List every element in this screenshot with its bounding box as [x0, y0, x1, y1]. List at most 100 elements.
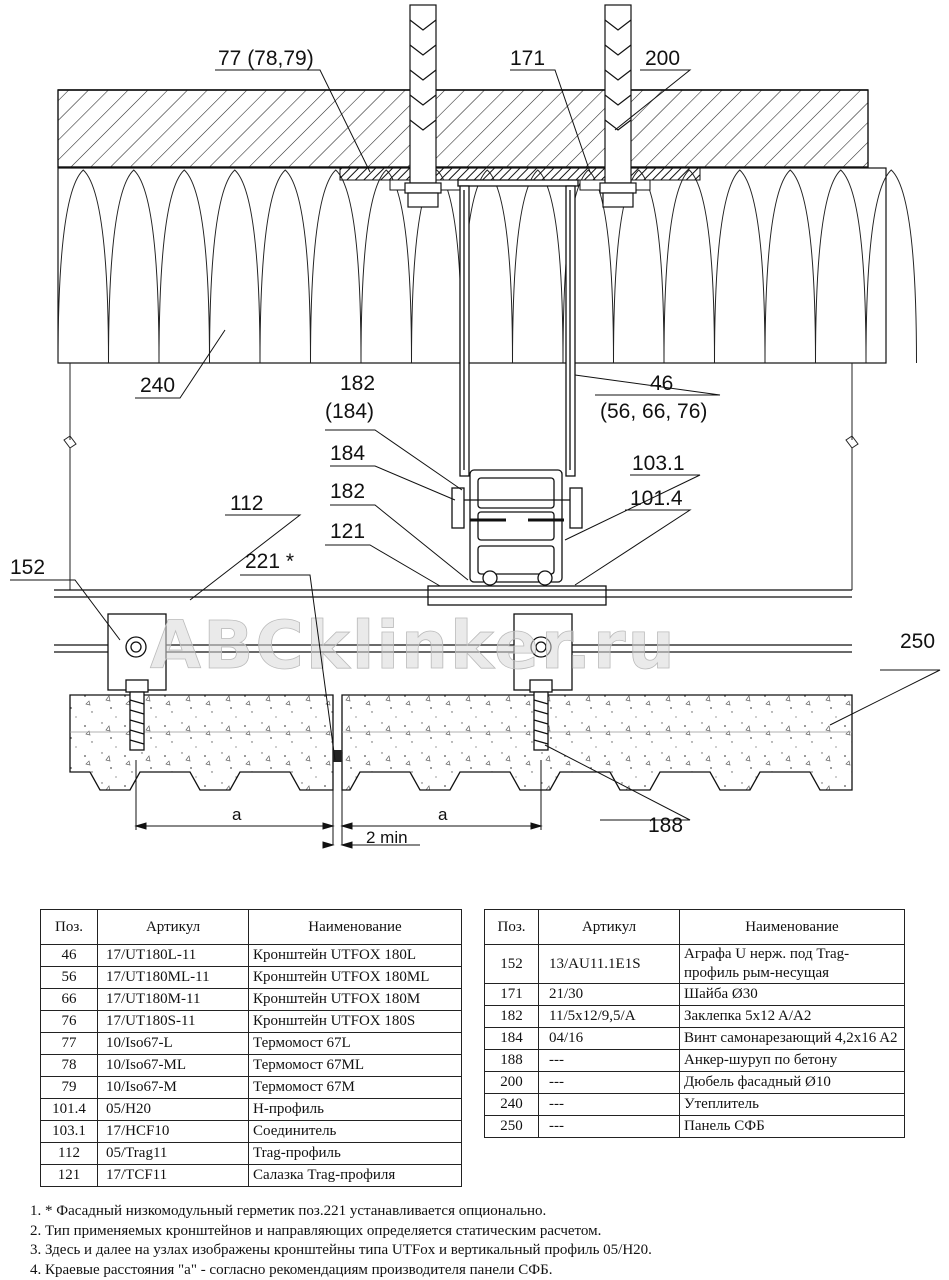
column-header: Артикул: [538, 909, 680, 945]
agraffes: [107, 613, 573, 691]
table-cell: Кронштейн UTFOX 180ML: [248, 966, 462, 989]
table-cell: Аграфа U нерж. под Trag-профиль рым-несу…: [679, 944, 905, 984]
leader-lines: [10, 69, 941, 821]
label-184: 184: [330, 442, 365, 465]
table-row: 200---Дюбель фасадный Ø10: [484, 1071, 905, 1094]
table-cell: 46: [40, 944, 98, 967]
label-221: 221 *: [245, 550, 294, 573]
table-cell: Утеплитель: [679, 1093, 905, 1116]
table-cell: 250: [484, 1115, 539, 1138]
table-cell: 17/HCF10: [97, 1120, 249, 1143]
table-cell: Соединитель: [248, 1120, 462, 1143]
table-cell: 66: [40, 988, 98, 1011]
column-header: Поз.: [484, 909, 539, 945]
dimensions: [134, 760, 543, 849]
table-cell: Кронштейн UTFOX 180L: [248, 944, 462, 967]
facade-dowels: [404, 4, 637, 208]
table-cell: 77: [40, 1032, 98, 1055]
table-cell: 112: [40, 1142, 98, 1165]
label-152: 152: [10, 556, 45, 579]
table-cell: Дюбель фасадный Ø10: [679, 1071, 905, 1094]
table-cell: 17/UT180S-11: [97, 1010, 249, 1033]
note-line: 2. Тип применяемых кронштейнов и направл…: [30, 1222, 602, 1239]
table-header-row: Поз. Артикул Наименование: [484, 909, 905, 945]
dim-a-right: a: [438, 805, 448, 824]
table-cell: 17/TCF11: [97, 1164, 249, 1187]
table-cell: Винт самонарезающий 4,2x16 A2: [679, 1027, 905, 1050]
table-cell: 17/UT180ML-11: [97, 966, 249, 989]
label-112: 112: [230, 492, 263, 515]
label-103: 103.1: [632, 452, 685, 475]
table-cell: 56: [40, 966, 98, 989]
concrete-wall: [57, 89, 869, 168]
break-lines: [63, 363, 859, 590]
label-188: 188: [648, 814, 683, 837]
table-cell: 05/H20: [97, 1098, 249, 1121]
column-header: Артикул: [97, 909, 249, 945]
table-cell: Салазка Trag-профиля: [248, 1164, 462, 1187]
utfox-bracket: [457, 179, 579, 477]
table-cell: ---: [538, 1093, 680, 1116]
table-cell: 188: [484, 1049, 539, 1072]
h-profile-assembly: [451, 469, 583, 586]
trag-slide-plate: [427, 585, 607, 606]
watermark: ABCklinker.ru: [150, 607, 677, 684]
label-46-alt: (56, 66, 76): [600, 400, 707, 423]
table-cell: 13/AU11.1E1S: [538, 944, 680, 984]
table-header-row: Поз. Артикул Наименование: [40, 909, 462, 945]
table-row: 250---Панель СФБ: [484, 1115, 905, 1138]
label-121: 121: [330, 520, 365, 543]
trag-profile: [54, 589, 852, 653]
label-182-top: 182: [340, 372, 375, 395]
fibrocement-panels: [69, 694, 853, 791]
insulation-layer: [57, 167, 917, 364]
table-cell: Заклепка 5x12 A/A2: [679, 1005, 905, 1028]
table-cell: ---: [538, 1071, 680, 1094]
label-46: 46: [650, 372, 673, 395]
table-cell: 78: [40, 1054, 98, 1077]
note-line: 4. Краевые расстояния "а" - согласно рек…: [30, 1261, 553, 1278]
table-cell: ---: [538, 1115, 680, 1138]
table-cell: 17/UT180M-11: [97, 988, 249, 1011]
dim-a-left: a: [232, 805, 242, 824]
table-cell: 171: [484, 983, 539, 1006]
table-cell: 76: [40, 1010, 98, 1033]
table-cell: 17/UT180L-11: [97, 944, 249, 967]
table-cell: Анкер-шуруп по бетону: [679, 1049, 905, 1072]
table-row: 240---Утеплитель: [484, 1093, 905, 1116]
table-cell: 152: [484, 944, 539, 984]
label-240: 240: [140, 374, 175, 397]
table-cell: Термомост 67M: [248, 1076, 462, 1099]
table-cell: 10/Iso67-L: [97, 1032, 249, 1055]
table-cell: 182: [484, 1005, 539, 1028]
notes: 1. * Фасадный низкомодульный герметик по…: [30, 1202, 930, 1280]
table-cell: Н-профиль: [248, 1098, 462, 1121]
table-cell: 121: [40, 1164, 98, 1187]
sealant: [333, 750, 342, 762]
table-cell: 101.4: [40, 1098, 98, 1121]
table-cell: 05/Trag11: [97, 1142, 249, 1165]
table-cell: 103.1: [40, 1120, 98, 1143]
label-182-alt: (184): [325, 400, 374, 423]
table-cell: Trag-профиль: [248, 1142, 462, 1165]
table-cell: Панель СФБ: [679, 1115, 905, 1138]
table-cell: Кронштейн UTFOX 180M: [248, 988, 462, 1011]
column-header: Наименование: [679, 909, 905, 945]
position-labels: 77 (78,79) 171 200 240 182 (184) 46 (56,…: [10, 47, 935, 847]
label-77: 77 (78,79): [218, 47, 314, 70]
label-182-bottom: 182: [330, 480, 365, 503]
table-cell: 10/Iso67-M: [97, 1076, 249, 1099]
table-cell: Термомост 67L: [248, 1032, 462, 1055]
